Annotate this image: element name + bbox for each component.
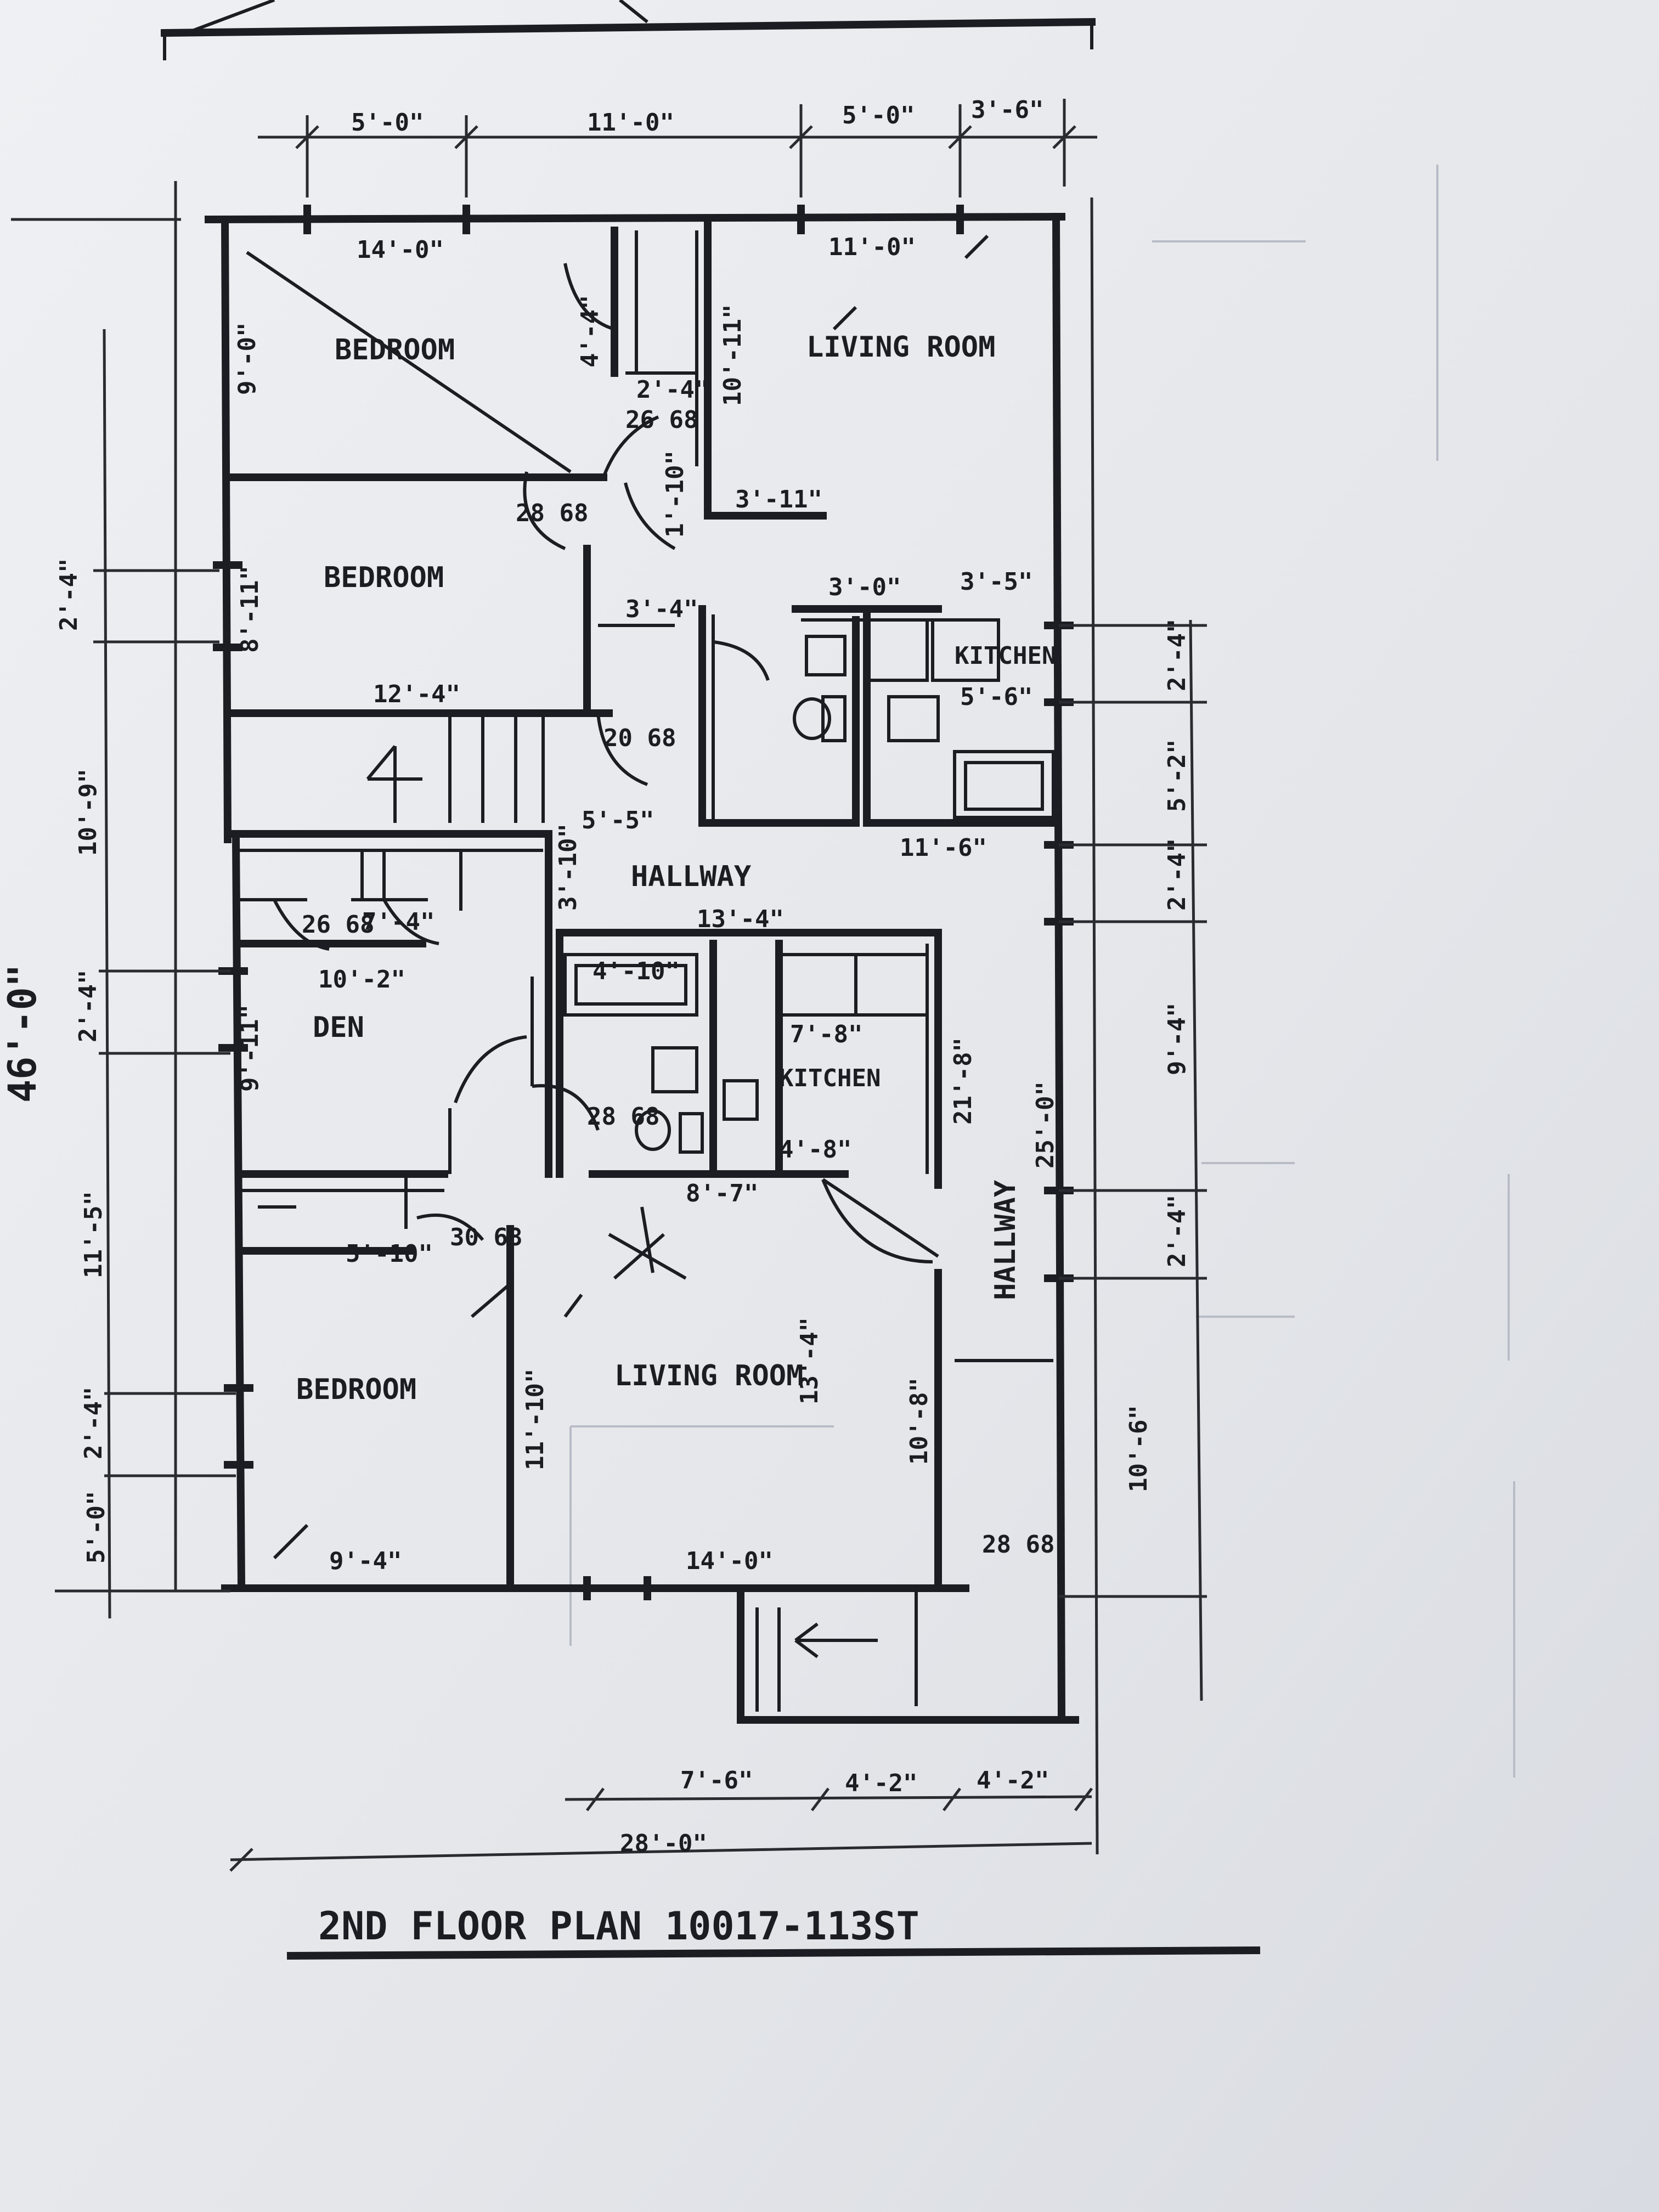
room-kitchen-2: KITCHEN: [779, 1064, 881, 1092]
stair2-dim: 5'-5": [582, 806, 654, 834]
room-den: DEN: [313, 1011, 364, 1044]
room-hallway-1: HALLWAY: [631, 860, 752, 893]
bedroom3-height: 11'-10": [521, 1369, 549, 1470]
interior-walls: [224, 216, 1057, 1592]
door4-label: 26 68: [302, 911, 374, 939]
left-dim-6: 5'-0": [82, 1491, 110, 1564]
header-sketch: [160, 0, 1096, 60]
right-dim-6: 10'-6": [1125, 1405, 1153, 1492]
living2-height: 13'-4": [795, 1317, 823, 1404]
room-living-room-1-line: LIVING ROOM: [806, 331, 995, 364]
top-dimensions: 5'-0" 11'-0" 5'-0" 3'-6": [258, 96, 1097, 198]
bottom-dim-1: 7'-6": [680, 1767, 753, 1795]
top-dim-1: 5'-0": [351, 109, 424, 137]
bleed-through-marks: [569, 165, 1515, 1778]
living1-width: 11'-0": [828, 233, 916, 261]
bedroom1-height: 9'-0": [233, 323, 261, 395]
hall-opening-dim: 3'-11": [735, 486, 822, 514]
bedroom2-height: 8'-11": [236, 566, 264, 653]
kitchen1-upper: 3'-5": [960, 568, 1032, 596]
top-dim-2: 11'-0": [587, 109, 674, 137]
door2-label: 28 68: [516, 499, 588, 527]
stair1-dim: 3'-10": [554, 823, 582, 911]
right-dim-5: 2'-4": [1163, 1195, 1191, 1267]
bath1-width: 3'-0": [828, 573, 901, 601]
entry-stair: [755, 1607, 878, 1712]
left-dim-5: 2'-4": [80, 1387, 108, 1459]
closet2-dim: 2'-4": [636, 376, 709, 404]
outer-walls: [204, 205, 1079, 1724]
closet6-dim: 3'-4": [625, 595, 698, 623]
bedroom1-width: 14'-0": [357, 236, 444, 264]
left-dimensions: 2'-4" 10'-9" 46'-0" 2'-4" 11'-5" 2'-4" 5…: [0, 181, 236, 1619]
tub2-dim: 4'-10": [592, 957, 680, 985]
door3-label: 20 68: [603, 724, 676, 752]
closet3-dim: 1'-10": [661, 450, 689, 538]
kitchen2-width: 7'-8": [790, 1020, 862, 1048]
bottom-dim-3: 4'-2": [977, 1767, 1049, 1795]
right-dim-3: 2'-4": [1163, 838, 1191, 911]
right-dim-4: 9'-4": [1163, 1003, 1191, 1075]
bedroom3-width: 9'-4": [329, 1547, 402, 1575]
room-kitchen-1: KITCHEN: [955, 642, 1056, 670]
interior-dimensions: 14'-0" 9'-0" 11'-0" 10'-11" 4'-4" 2'-4" …: [233, 233, 1059, 1575]
room-hallway-2: HALLWAY: [989, 1180, 1022, 1300]
hall2-side: 21'-8": [949, 1037, 977, 1125]
plan-title-block: 2ND FLOOR PLAN 10017-113ST: [286, 1904, 1261, 1960]
overall-length-dim: 46'-0": [0, 964, 45, 1103]
room-markers: [246, 234, 989, 1560]
right-dim-1: 2'-4": [1163, 619, 1191, 691]
den-height: 9'-11": [236, 1005, 264, 1092]
top-dim-3: 5'-0": [842, 101, 915, 129]
room-bedroom-1: BEDROOM: [335, 334, 455, 366]
room-bedroom-2: BEDROOM: [324, 561, 444, 594]
left-dim-2: 10'-9": [74, 769, 102, 856]
door7-label: 28 68: [982, 1531, 1054, 1559]
room-bedroom-3: BEDROOM: [296, 1373, 416, 1406]
living2-side: 10'-8": [905, 1378, 933, 1465]
door1-label: 26 68: [625, 406, 698, 434]
bath2-width: 8'-7": [686, 1180, 758, 1207]
hall1-width: 13'-4": [697, 905, 784, 933]
bedroom2-width: 12'-4": [373, 680, 460, 708]
right-dim-2: 5'-2": [1163, 740, 1191, 812]
top-dim-4: 3'-6": [971, 96, 1043, 124]
bottom-dim-2: 4'-2": [845, 1769, 917, 1797]
living2-width: 14'-0": [686, 1547, 773, 1575]
room-labels: BEDROOM LIVING ROOM BEDROOM KITCHEN HALL…: [296, 331, 1056, 1406]
kitchen1-width: 5'-6": [960, 683, 1032, 711]
plan-title: 2ND FLOOR PLAN 10017-113ST: [318, 1904, 919, 1949]
closet1-dim: 4'-4": [576, 295, 604, 368]
closet5-dim: 5'-10": [346, 1240, 433, 1268]
door6-label: 30 68: [450, 1223, 522, 1251]
hallway2-length: 25'-0": [1031, 1081, 1059, 1169]
kitchen2-side: 4'-8": [779, 1136, 851, 1164]
door-swings: [273, 263, 939, 1263]
right-dimensions: 2'-4" 5'-2" 2'-4" 9'-4" 2'-4" 10'-6": [1059, 197, 1207, 1855]
overall-width-dim: 28'-0": [620, 1830, 707, 1858]
kitchen1-lower: 11'-6": [900, 834, 987, 862]
living1-height: 10'-11": [719, 304, 747, 406]
living-room-1-label: LIVING ROOM: [806, 331, 995, 364]
closet4-dim: 7'-4": [362, 908, 435, 936]
left-dim-1: 2'-4": [55, 558, 83, 631]
left-dim-3: 2'-4": [74, 970, 102, 1042]
room-living-room-2: LIVING ROOM: [614, 1359, 803, 1392]
den-width: 10'-2": [318, 966, 405, 994]
door5-label: 28 68: [587, 1103, 659, 1131]
left-dim-4: 11'-5": [80, 1191, 108, 1278]
bottom-dimensions: 7'-6" 4'-2" 4'-2" 28'-0": [229, 1767, 1093, 1872]
